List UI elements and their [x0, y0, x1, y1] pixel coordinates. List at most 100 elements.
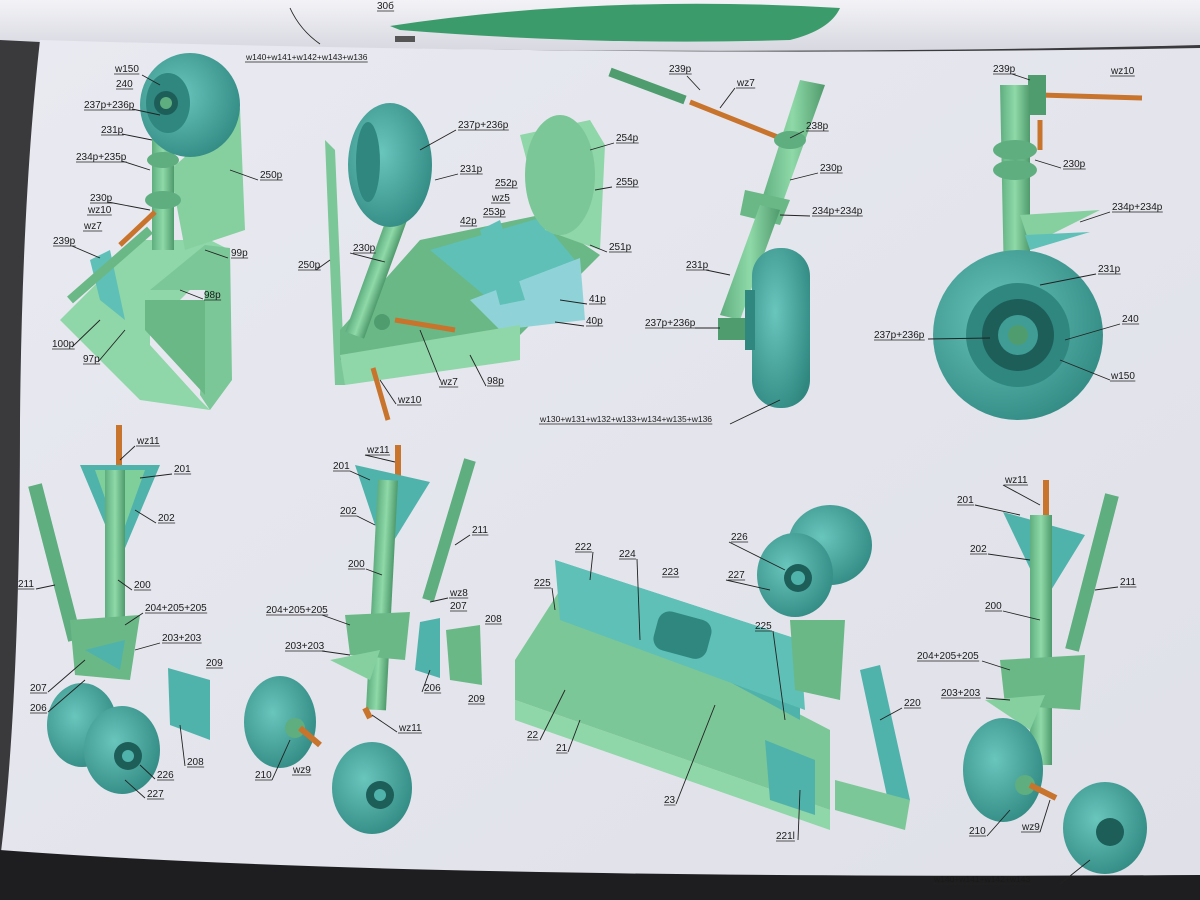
part-label: wz9: [1021, 822, 1040, 833]
gear-leg-front-view: [933, 75, 1143, 420]
part-label: w150: [1110, 371, 1135, 382]
part-label: wz11: [398, 723, 422, 734]
part-label: 240: [1122, 314, 1139, 325]
part-label: 225: [755, 621, 772, 632]
part-label: wz10: [87, 205, 112, 216]
part-label: 204+205+205: [266, 605, 328, 616]
gear-leg-side-view: [608, 67, 825, 408]
part-label: 220: [904, 698, 921, 709]
part-label: 207: [450, 601, 467, 612]
part-label: 202: [970, 544, 987, 555]
part-label: 253p: [483, 207, 506, 218]
part-label: 230p: [1063, 159, 1086, 170]
part-label: 238p: [806, 121, 829, 132]
part-label: 22: [527, 730, 539, 741]
part-label: 203+203: [941, 688, 981, 699]
part-label: wz7: [736, 78, 755, 89]
part-label: 23: [664, 795, 676, 806]
part-label: 210: [969, 826, 986, 837]
part-label: 204+205+205: [145, 603, 207, 614]
part-label: 252p: [495, 178, 518, 189]
part-label: 231p: [1098, 264, 1121, 275]
part-label: 207: [30, 683, 47, 694]
book-edge-shadow: [0, 850, 1200, 900]
part-label: 237p+236p: [458, 120, 509, 131]
part-label: wz8: [449, 588, 468, 599]
part-label: 224: [619, 549, 636, 560]
part-label: 21: [556, 743, 568, 754]
part-label: 221l: [776, 831, 795, 842]
part-label: 99p: [231, 248, 248, 259]
nose-leg-assembly-1: [28, 425, 210, 794]
part-label: 240: [116, 79, 133, 90]
part-label: 250p: [298, 260, 321, 271]
part-label: 209: [468, 694, 485, 705]
part-label: 201: [174, 464, 191, 475]
part-label: 239p: [993, 64, 1016, 75]
part-label: wz11: [366, 445, 390, 456]
part-label: 98p: [487, 376, 504, 387]
part-label: 203+203: [162, 633, 202, 644]
part-label: 211: [472, 525, 488, 536]
part-label: 200: [134, 580, 151, 591]
part-label: w130+w131+w132+w133+w134+w135+w136: [539, 414, 712, 424]
part-label: w150: [114, 64, 139, 75]
part-label: wz11: [1004, 475, 1028, 486]
gear-bay-assembly-2: [325, 103, 605, 421]
nose-bay-assembly: [515, 505, 910, 830]
part-label: 30б: [377, 0, 394, 12]
part-label: 251p: [609, 242, 632, 253]
part-label: 231p: [686, 260, 709, 271]
part-label: 254p: [616, 133, 639, 144]
part-label: 222: [575, 542, 592, 553]
part-label: 209: [206, 658, 223, 669]
part-label: w140+w141+w142+w143: [933, 874, 1030, 884]
part-label: 227: [728, 570, 745, 581]
part-label: 201: [333, 461, 350, 472]
part-label: wz10: [1110, 66, 1135, 77]
part-label: wz10: [397, 395, 422, 406]
part-label: 223: [662, 567, 679, 578]
part-label: 202: [340, 506, 357, 517]
part-label: 206: [30, 703, 47, 714]
part-label: 231p: [101, 125, 124, 136]
part-label: w140+w141+w142+w143+w136: [245, 52, 368, 62]
part-label: 225: [534, 578, 551, 589]
fuselage-fragment: [289, 3, 840, 45]
part-label: 230p: [353, 243, 376, 254]
part-label: 100p: [52, 339, 75, 350]
nose-leg-assembly-2: [244, 445, 482, 834]
part-label: 250p: [260, 170, 283, 181]
part-label: 234p+234p: [1112, 202, 1163, 213]
part-label: 200: [348, 559, 365, 570]
part-label: 230p: [820, 163, 843, 174]
part-label: 210: [255, 770, 272, 781]
nose-leg-assembly-3: [963, 480, 1147, 874]
part-label: 202: [158, 513, 175, 524]
leader-lines: [35, 73, 1121, 885]
part-label: 237p+236p: [874, 330, 925, 341]
part-label: 40p: [586, 316, 603, 327]
part-label: 204+205+205: [917, 651, 979, 662]
part-label: 98p: [204, 290, 221, 301]
part-label: 255p: [616, 177, 639, 188]
part-label: 97p: [83, 354, 100, 365]
part-label: wz5: [491, 193, 510, 204]
part-label: 226: [157, 770, 174, 781]
part-label: 230p: [90, 193, 113, 204]
part-label: 237p+236p: [645, 318, 696, 329]
part-label: 227: [147, 789, 164, 800]
part-label: 234p+235p: [76, 152, 127, 163]
part-label: 42p: [460, 216, 477, 227]
part-label: wz9: [292, 765, 311, 776]
part-labels: w150240237p+236p231p234p+235p250p230pwz1…: [18, 0, 1163, 885]
part-label: 208: [485, 614, 502, 625]
part-label: 231p: [460, 164, 483, 175]
part-label: 41p: [589, 294, 606, 305]
part-label: 200: [985, 601, 1002, 612]
part-label: 211: [18, 579, 34, 590]
gear-bay-assembly-1: [60, 53, 245, 410]
part-label: wz7: [439, 377, 458, 388]
